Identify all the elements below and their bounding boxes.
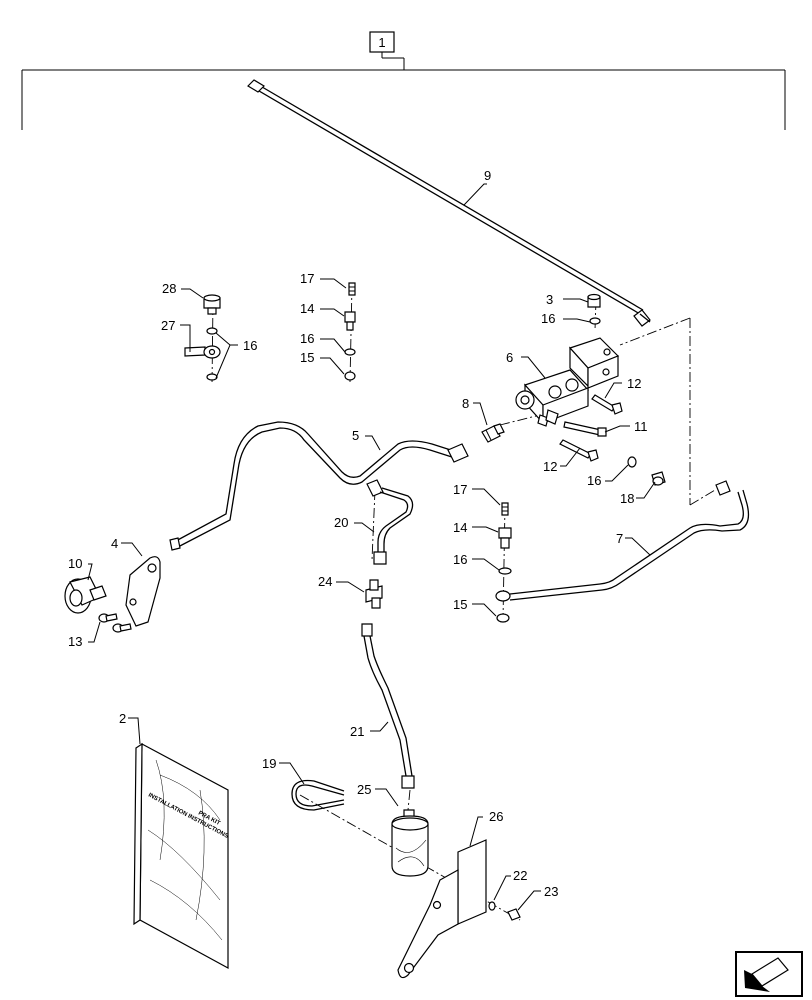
callout-27: 27 — [161, 318, 175, 333]
washer-part-16-center — [344, 348, 356, 356]
washer-part-16-b — [206, 373, 218, 381]
tee-part-24 — [365, 579, 383, 609]
hose-part-21 — [361, 623, 415, 789]
bolt-part-11 — [563, 421, 607, 437]
callout-18: 18 — [620, 491, 634, 506]
tube-part-5 — [169, 421, 469, 551]
plug-part-18 — [651, 471, 666, 486]
callout-15-lower: 15 — [453, 597, 467, 612]
bolt-part-13 — [98, 613, 132, 633]
callout-10: 10 — [68, 556, 82, 571]
callout-5: 5 — [352, 428, 359, 443]
nut-part-15-lower — [496, 613, 510, 623]
callout-9: 9 — [484, 168, 491, 183]
bolt-part-12-lower — [559, 439, 599, 462]
nut-part-23 — [507, 908, 521, 921]
callout-25: 25 — [357, 782, 371, 797]
leader-lines — [87, 183, 656, 911]
callout-13: 13 — [68, 634, 82, 649]
callout-7: 7 — [616, 531, 623, 546]
bracket-part-26 — [397, 839, 487, 979]
callout-21: 21 — [350, 724, 364, 739]
callout-3: 3 — [546, 292, 553, 307]
hose-part-20 — [366, 479, 414, 565]
callout-16-center: 16 — [300, 331, 314, 346]
nut-part-15-center — [344, 371, 356, 381]
callout-24: 24 — [318, 574, 332, 589]
bolt-part-12-upper — [591, 394, 623, 415]
u-bolt-part-19 — [291, 779, 345, 811]
fitting-part-28 — [203, 294, 221, 315]
tube-part-9 — [247, 79, 651, 327]
callout-12-upper: 12 — [627, 376, 641, 391]
callout-4: 4 — [111, 536, 118, 551]
callout-8: 8 — [462, 396, 469, 411]
washer-part-16-lower — [498, 567, 512, 575]
callout-16-right: 16 — [587, 473, 601, 488]
navigation-arrow-icon[interactable] — [735, 951, 803, 997]
callout-26: 26 — [489, 809, 503, 824]
callout-12-lower: 12 — [543, 459, 557, 474]
callout-16-lower: 16 — [453, 552, 467, 567]
callout-16-left: 16 — [243, 338, 257, 353]
callout-17-lower: 17 — [453, 482, 467, 497]
drier-part-25 — [391, 809, 429, 877]
fitting-part-14-upper — [344, 311, 356, 331]
valve-core-part-17-lower — [501, 502, 509, 516]
washer-part-16-valve-top — [589, 317, 601, 325]
callout-14-upper: 14 — [300, 301, 314, 316]
instruction-manual-part-2: PRA KIT INSTALLATION INSTRUCTIONS — [133, 742, 229, 970]
fitting-part-8 — [481, 423, 505, 443]
callout-2: 2 — [119, 711, 126, 726]
callout-labels: 9 3 16 6 12 11 12 16 18 8 5 28 27 16 17 … — [68, 168, 648, 899]
callout-22: 22 — [513, 868, 527, 883]
washer-part-16-right — [627, 456, 637, 468]
bracket-part-4 — [125, 556, 161, 627]
callout-28: 28 — [162, 281, 176, 296]
callout-19: 19 — [262, 756, 276, 771]
callout-14-lower: 14 — [453, 520, 467, 535]
callout-20: 20 — [334, 515, 348, 530]
kit-bracket: 1 — [21, 31, 786, 130]
banjo-fitting-part-27 — [184, 345, 221, 359]
kit-callout-label: 1 — [378, 35, 385, 50]
washer-part-22 — [488, 901, 496, 911]
callout-15-upper: 15 — [300, 350, 314, 365]
valve-core-part-17-upper — [348, 282, 356, 296]
coupler-part-10 — [64, 576, 107, 614]
washer-part-16-a — [206, 327, 218, 335]
callout-11: 11 — [634, 419, 648, 434]
tube-part-7 — [495, 480, 750, 602]
callout-16-valve: 16 — [541, 311, 555, 326]
callout-6: 6 — [506, 350, 513, 365]
callout-23: 23 — [544, 884, 558, 899]
callout-17-upper: 17 — [300, 271, 314, 286]
valve-assembly-part-6 — [515, 337, 620, 427]
fitting-part-14-lower — [498, 527, 512, 549]
plug-part-3 — [587, 293, 601, 308]
